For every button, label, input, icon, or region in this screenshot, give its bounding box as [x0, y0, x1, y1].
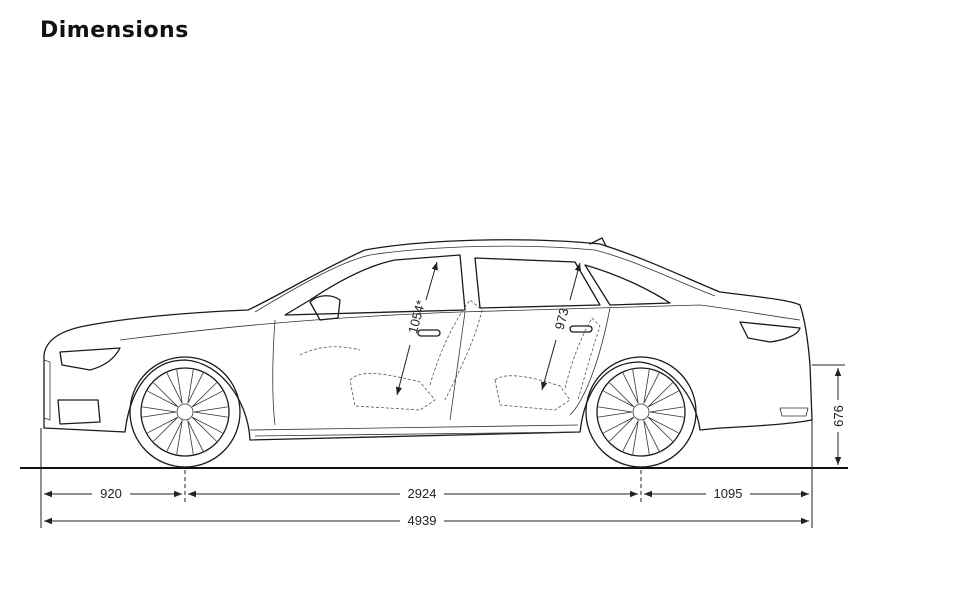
dimension-wheelbase: 2924	[188, 486, 638, 501]
wheel-spoke	[647, 417, 673, 442]
rear-overhang-label: 1095	[714, 486, 743, 501]
wheel-spoke	[193, 411, 228, 418]
wheelbase-label: 2924	[408, 486, 437, 501]
wheel-spoke	[632, 420, 639, 455]
dimension-overall-length: 4939	[44, 513, 809, 528]
wheel-spoke	[598, 406, 633, 413]
seats-outline	[299, 299, 601, 411]
wheel-spoke	[648, 416, 679, 434]
wheel-spoke	[622, 420, 639, 452]
wheel-spoke	[598, 411, 633, 418]
wheel-spoke	[647, 382, 673, 407]
overall-length-label: 4939	[408, 513, 437, 528]
wheel-spoke	[187, 420, 204, 452]
wheel-spoke	[643, 372, 660, 404]
dimension-rear-headroom: 973	[541, 262, 582, 391]
wheel-spoke	[648, 390, 679, 408]
wheel-spoke	[643, 420, 650, 455]
wheel-spoke	[166, 372, 183, 404]
wheel-spoke	[191, 382, 217, 407]
rear-headroom-label: 973	[552, 306, 572, 331]
wheel-spoke	[192, 416, 223, 434]
wheel-spoke	[649, 411, 684, 418]
rear-wheel	[585, 356, 697, 468]
wheel-spoke	[193, 406, 228, 413]
wheel-spoke	[147, 416, 178, 434]
page-title: Dimensions	[40, 18, 189, 43]
wheel-spoke	[176, 369, 183, 404]
wheel-spoke	[643, 369, 650, 404]
wheel-spoke	[643, 420, 660, 452]
wheel-spoke	[609, 382, 635, 407]
wheel-spoke	[142, 406, 177, 413]
wheel-spoke	[187, 369, 194, 404]
dimension-front-overhang: 920	[44, 486, 182, 501]
wheel-spoke	[603, 416, 634, 434]
wheel-spoke	[166, 420, 183, 452]
front-wheel	[129, 356, 241, 468]
front-overhang-label: 920	[100, 486, 122, 501]
wheel-spoke	[153, 417, 179, 442]
wheel-spoke	[191, 417, 217, 442]
wheel-spoke	[622, 372, 639, 404]
wheel-spoke	[147, 390, 178, 408]
wheel-spoke	[632, 369, 639, 404]
wheel-spoke	[187, 420, 194, 455]
dimension-front-headroom: 1054*	[395, 261, 438, 396]
dimension-rear-height: 676	[831, 368, 846, 465]
wheel-spoke	[176, 420, 183, 455]
wheel-spoke	[609, 417, 635, 442]
wheel-spoke	[153, 382, 179, 407]
wheel-spoke	[187, 372, 204, 404]
wheel-spoke	[142, 411, 177, 418]
car-body	[43, 237, 813, 441]
wheel-spoke	[603, 390, 634, 408]
wheel-spoke	[649, 406, 684, 413]
rear-height-label: 676	[831, 405, 846, 427]
wheel-spoke	[192, 390, 223, 408]
dimension-rear-overhang: 1095	[644, 486, 809, 501]
